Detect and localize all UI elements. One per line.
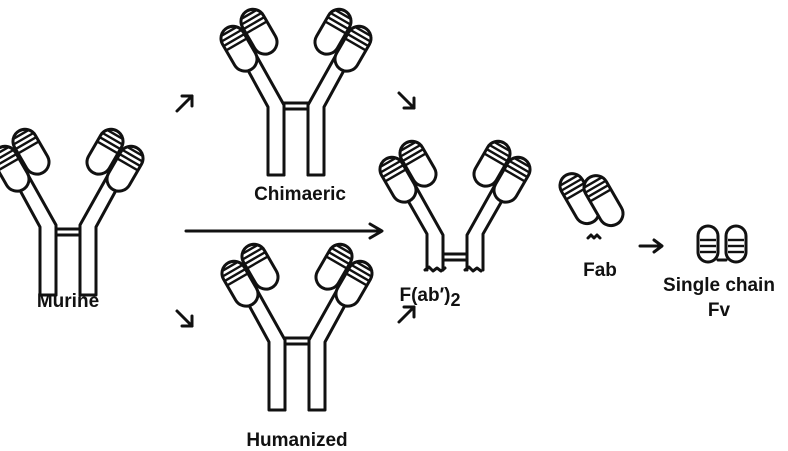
murine-antibody — [0, 125, 147, 295]
scfv-label-line2: Fv — [708, 300, 731, 321]
arrow-from-chimaeric-icon — [399, 93, 414, 108]
scfv-label-line1: Single chain — [663, 275, 775, 296]
fab2-fragment — [376, 137, 535, 271]
arrow-fab-to-scfv-icon — [640, 240, 662, 252]
murine-label: Murine — [37, 291, 99, 312]
fab-label: Fab — [583, 260, 617, 281]
chimaeric-label: Chimaeric — [254, 184, 346, 205]
arrow-to-chimaeric-icon — [177, 96, 192, 111]
humanized-antibody — [218, 240, 377, 410]
arrow-from-humanized-icon — [399, 307, 414, 322]
arrow-murine-to-fab2-icon — [186, 224, 382, 238]
fab-fragment — [556, 169, 628, 238]
chimaeric-antibody — [217, 5, 376, 175]
humanized-label: Humanized — [246, 430, 347, 451]
scfv-fragment — [698, 226, 746, 262]
arrow-to-humanized-icon — [177, 311, 192, 326]
